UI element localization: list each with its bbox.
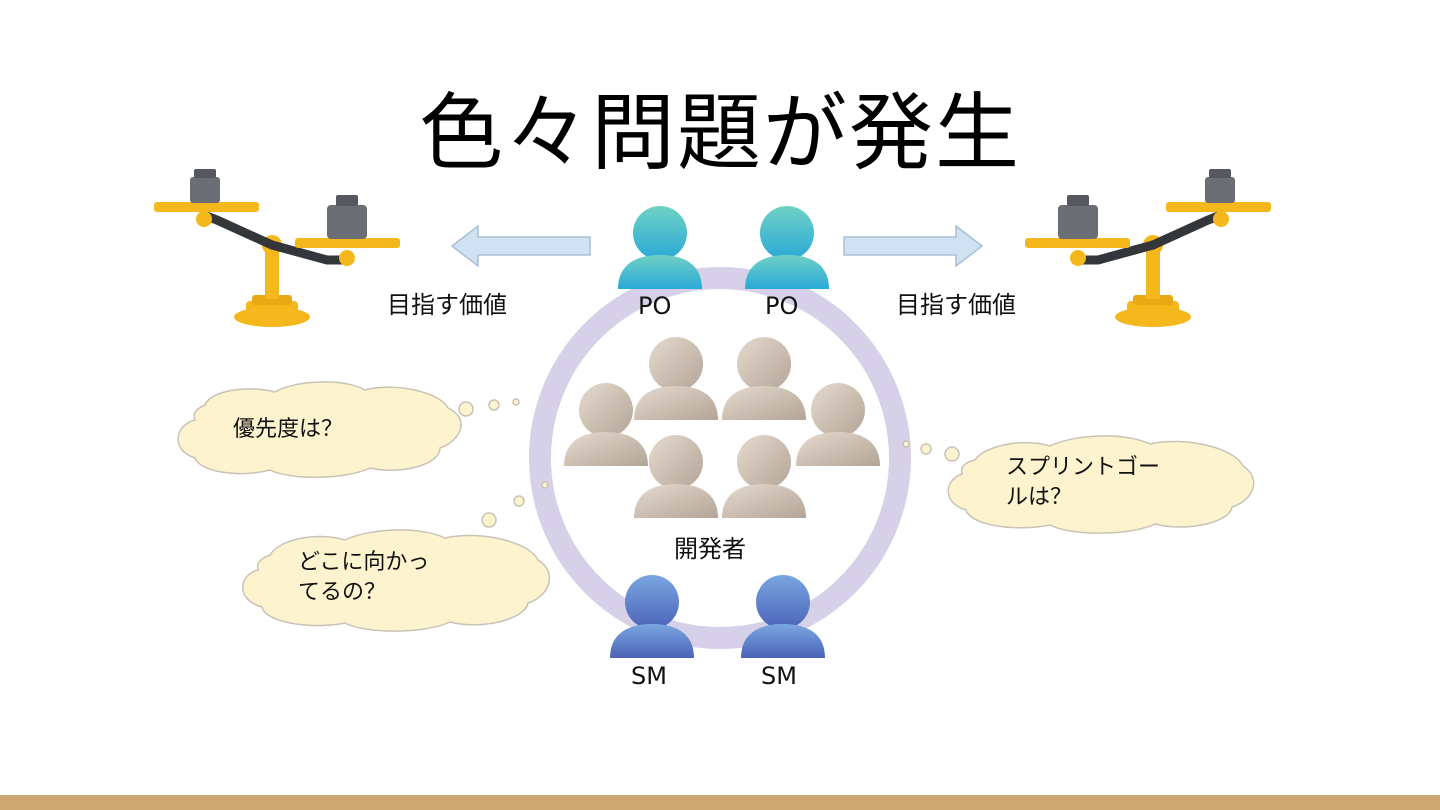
balance-scale-icon-left: [154, 169, 400, 327]
balance-scale-icon-right: [1025, 169, 1271, 327]
po-person-icon-right: [745, 206, 829, 289]
thought-text-sprint-goal: スプリントゴー ルは？: [1006, 453, 1160, 513]
sm-label-right: SM: [761, 662, 797, 690]
thought-bubble-icon-priority: [178, 382, 519, 477]
thought-text-sprint-goal-line1: スプリントゴー: [1006, 453, 1160, 483]
po-label-left: PO: [638, 292, 671, 320]
arrow-icon-right: [844, 226, 982, 266]
thought-text-direction: どこに向かっ てるの？: [298, 548, 429, 608]
thought-text-direction-line2: てるの？: [298, 578, 429, 608]
po-person-icon-left: [618, 206, 702, 289]
thought-text-priority-line: 優先度は？: [233, 417, 343, 442]
arrow-label-left: 目指す価値: [387, 285, 507, 320]
footer-bar: [0, 795, 1440, 810]
developer-group-icon: [564, 337, 880, 518]
sm-label-left: SM: [631, 662, 667, 690]
po-label-right: PO: [765, 292, 798, 320]
thought-text-priority: 優先度は？: [233, 415, 343, 445]
thought-text-sprint-goal-line2: ルは？: [1006, 483, 1160, 513]
slide-title: 色々問題が発生: [0, 66, 1440, 187]
arrow-icon-left: [452, 226, 590, 266]
arrow-label-right: 目指す価値: [896, 285, 1016, 320]
developers-label: 開発者: [674, 529, 746, 564]
thought-text-direction-line1: どこに向かっ: [298, 548, 429, 578]
